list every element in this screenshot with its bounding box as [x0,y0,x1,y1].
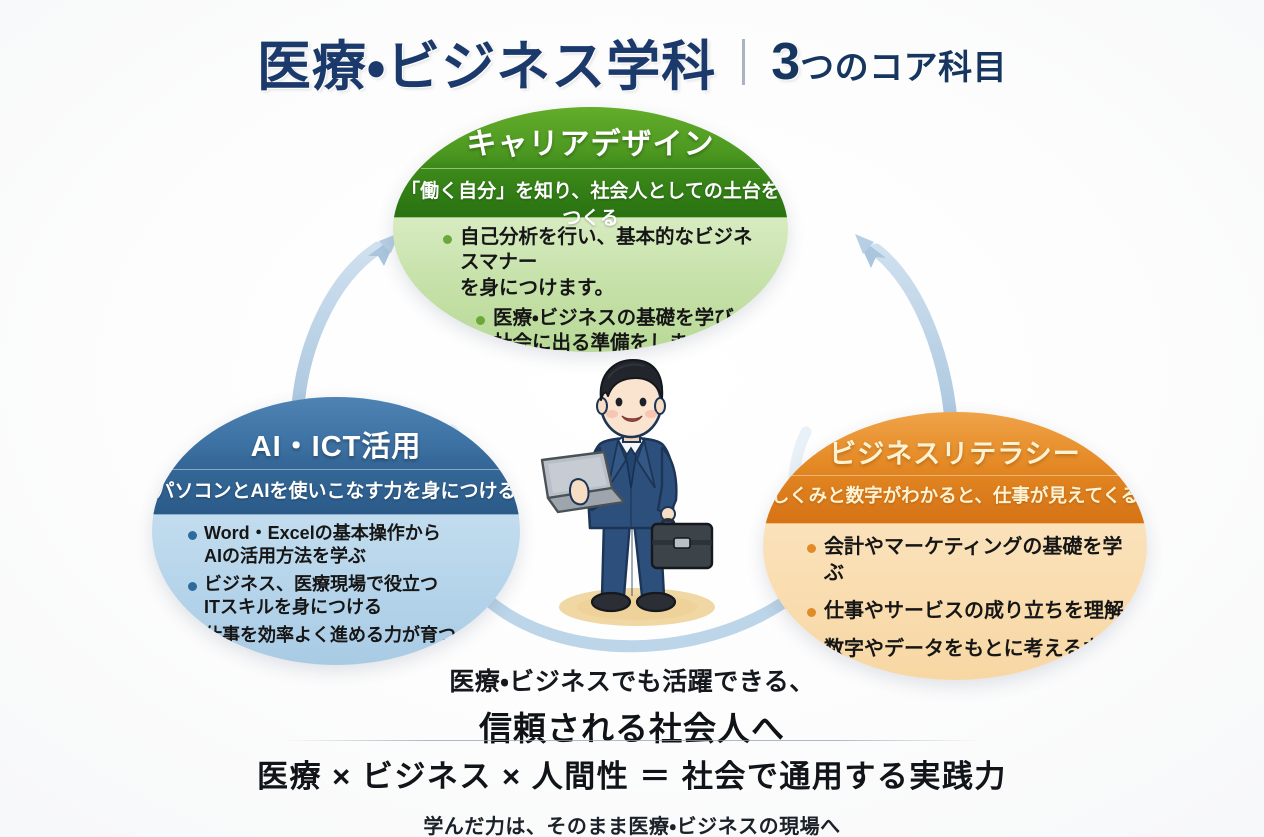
formula-footnote: 学んだ力は、そのまま医療・ビジネスの現場へ [423,816,841,837]
hand-left [569,478,590,506]
career-header: キャリアデザイン 「働く自分」を知り、社会人としての土台をつくる [393,107,788,229]
ict-divider [166,469,506,470]
briefcase-latch [673,537,691,549]
literacy-bullet-3: 数字やデータをもとに考える力を養う [824,638,1123,680]
lapel-right [636,436,656,489]
formula-block: 医療 × ビジネス × 人間性 ＝ 社会で通用する実践力 学んだ力は、そのまま医… [0,740,1264,837]
shoe-left [590,591,632,613]
laptop-screen-inner [548,457,607,493]
list-item: 医療・ビジネスの基礎を学び、社会に出る準備をします。 [476,306,760,352]
businessman-illustration [540,359,715,626]
literacy-divider [782,475,1128,476]
eye-left [615,397,623,407]
literacy-subtitle: しくみと数字がわかると、仕事が見えてくる [770,485,1140,506]
career-divider [420,168,761,169]
literacy-body: 会計やマーケティングの基礎を学ぶ 仕事やサービスの成り立ちを理解 数字やデータを… [763,534,1147,680]
title-main-text: 医療・ビジネス学科 [256,37,717,97]
leg-left [600,518,632,598]
formula-text: 医療 × ビジネス × 人間性 ＝ 社会で通用する実践力 [257,759,1007,794]
career-bullet-2: 医療・ビジネスの基礎を学び、社会に出る準備をします。 [493,307,754,352]
title-divider [742,38,746,85]
arrow-ict-to-career [290,233,399,427]
bubble-business-literacy[interactable]: ビジネスリテラシー しくみと数字がわかると、仕事が見えてくる 会計やマーケティン… [763,412,1147,680]
eye-right [639,397,647,407]
bullet-dot-icon [443,235,452,245]
mouth [621,415,643,422]
career-bullet-1: 自己分析を行い、基本的なビジネスマナーを身につけます。 [460,226,753,299]
career-title: キャリアデザイン [466,128,715,161]
bullet-dot-icon [807,608,816,618]
bullet-dot-icon [188,582,197,592]
list-item: 自己分析を行い、基本的なビジネスマナーを身につけます。 [443,225,760,301]
literacy-title: ビジネスリテラシー [829,439,1081,469]
title-core-label: つのコア科目 [800,48,1008,87]
literacy-bullet-list: 会計やマーケティングの基礎を学ぶ 仕事やサービスの成り立ちを理解 数字やデータを… [807,534,1131,680]
tagline-line-1: 医療・ビジネスでも活躍できる、 [449,668,815,696]
briefcase-handle [660,518,676,525]
literacy-bullet-1: 会計やマーケティングの基礎を学ぶ [824,536,1123,584]
page-title: 医療・ビジネス学科 3 つのコア科目 [0,22,1264,101]
title-subtitle: 3 つのコア科目 [771,32,1007,92]
career-body: 自己分析を行い、基本的なビジネスマナーを身につけます。 医療・ビジネスの基礎を学… [393,225,788,352]
footer-rule [282,740,982,741]
tagline-block: 医療・ビジネスでも活躍できる、 信頼される社会人へ [0,662,1264,750]
arrow-literacy-to-career [855,234,959,441]
ict-header: AI・ICT活用 パソコンとAIを使いこなす力を身につける [152,397,520,515]
literacy-header: ビジネスリテラシー しくみと数字がわかると、仕事が見えてくる [763,412,1147,524]
bubble-ai-ict[interactable]: AI・ICT活用 パソコンとAIを使いこなす力を身につける Word・Excel… [152,397,520,665]
list-item: 会計やマーケティングの基礎を学ぶ [807,534,1131,586]
career-bullet-list: 自己分析を行い、基本的なビジネスマナーを身につけます。 医療・ビジネスの基礎を学… [443,225,760,352]
bullet-dot-icon [476,316,485,326]
bullet-dot-icon [807,646,816,656]
list-item: 仕事やサービスの成り立ちを理解 [807,598,1131,624]
shoe-right [635,591,677,613]
bubble-career-design[interactable]: キャリアデザイン 「働く自分」を知り、社会人としての土台をつくる 自己分析を行い… [393,107,788,352]
literacy-bullet-2: 仕事やサービスの成り立ちを理解 [824,600,1124,622]
bullet-dot-icon [188,632,197,642]
ict-title: AI・ICT活用 [250,431,422,463]
list-item: 仕事を効率よく進める力が育つ [188,624,500,647]
bullet-dot-icon [188,531,197,541]
ict-bullet-3: 仕事を効率よく進める力が育つ [204,624,456,645]
ict-subtitle: パソコンとAIを使いこなす力を身につける [155,481,517,502]
lapel-left [607,436,628,489]
list-item: 数字やデータをもとに考える力を養う [807,636,1131,680]
bullet-dot-icon [807,544,816,554]
career-subtitle: 「働く自分」を知り、社会人としての土台をつくる [401,181,780,229]
title-core-count: 3 [771,32,801,91]
